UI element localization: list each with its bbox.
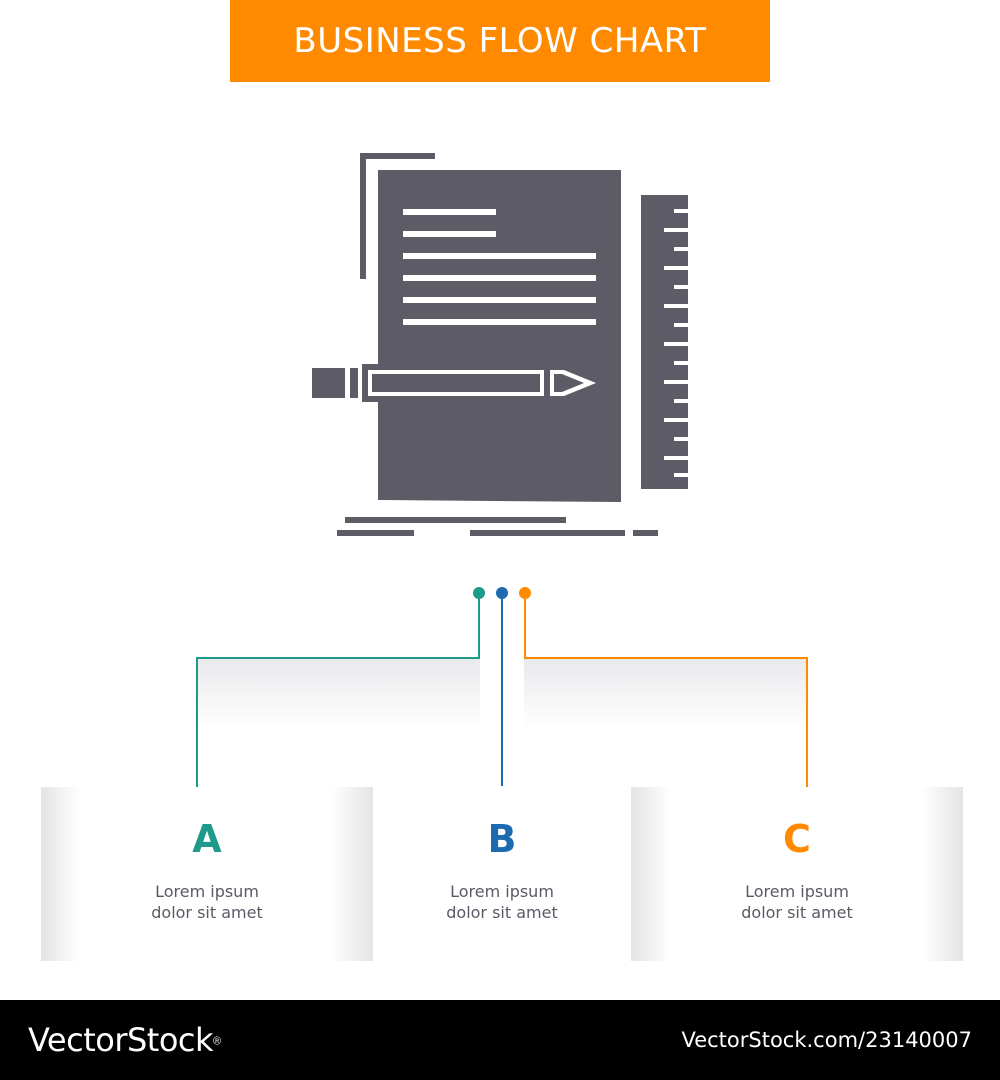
step-description-line2: dolor sit amet xyxy=(446,903,558,922)
step-card-a: A Lorem ipsum dolor sit amet xyxy=(41,787,373,961)
connector-c xyxy=(524,593,808,797)
footer-brand: VectorStock® xyxy=(28,1021,221,1059)
step-description-line1: Lorem ipsum xyxy=(450,882,554,901)
document-pencil-ruler-icon xyxy=(300,145,700,545)
step-description-line2: dolor sit amet xyxy=(151,903,263,922)
step-card-b: B Lorem ipsum dolor sit amet xyxy=(373,787,631,961)
step-letter-c: C xyxy=(783,817,811,861)
brand-name: VectorStock xyxy=(28,1021,214,1059)
step-letter-b: B xyxy=(487,817,517,861)
registered-mark: ® xyxy=(213,1035,222,1048)
footer-url: VectorStock.com/23140007 xyxy=(681,1028,972,1052)
step-description-a: Lorem ipsum dolor sit amet xyxy=(41,881,373,923)
step-card-c: C Lorem ipsum dolor sit amet xyxy=(631,787,963,961)
title-banner: BUSINESS FLOW CHART xyxy=(230,0,770,82)
step-description-line1: Lorem ipsum xyxy=(745,882,849,901)
step-description-line2: dolor sit amet xyxy=(741,903,853,922)
connector-dot-c xyxy=(519,587,531,599)
flow-connectors xyxy=(196,587,808,797)
step-letter-a: A xyxy=(192,817,222,861)
step-description-c: Lorem ipsum dolor sit amet xyxy=(631,881,963,923)
step-description-b: Lorem ipsum dolor sit amet xyxy=(373,881,631,923)
connector-dot-b xyxy=(496,587,508,599)
connector-dot-a xyxy=(473,587,485,599)
footer-bar: VectorStock® VectorStock.com/23140007 xyxy=(0,1000,1000,1080)
step-description-line1: Lorem ipsum xyxy=(155,882,259,901)
connector-a xyxy=(196,593,480,797)
page-title: BUSINESS FLOW CHART xyxy=(293,21,707,61)
